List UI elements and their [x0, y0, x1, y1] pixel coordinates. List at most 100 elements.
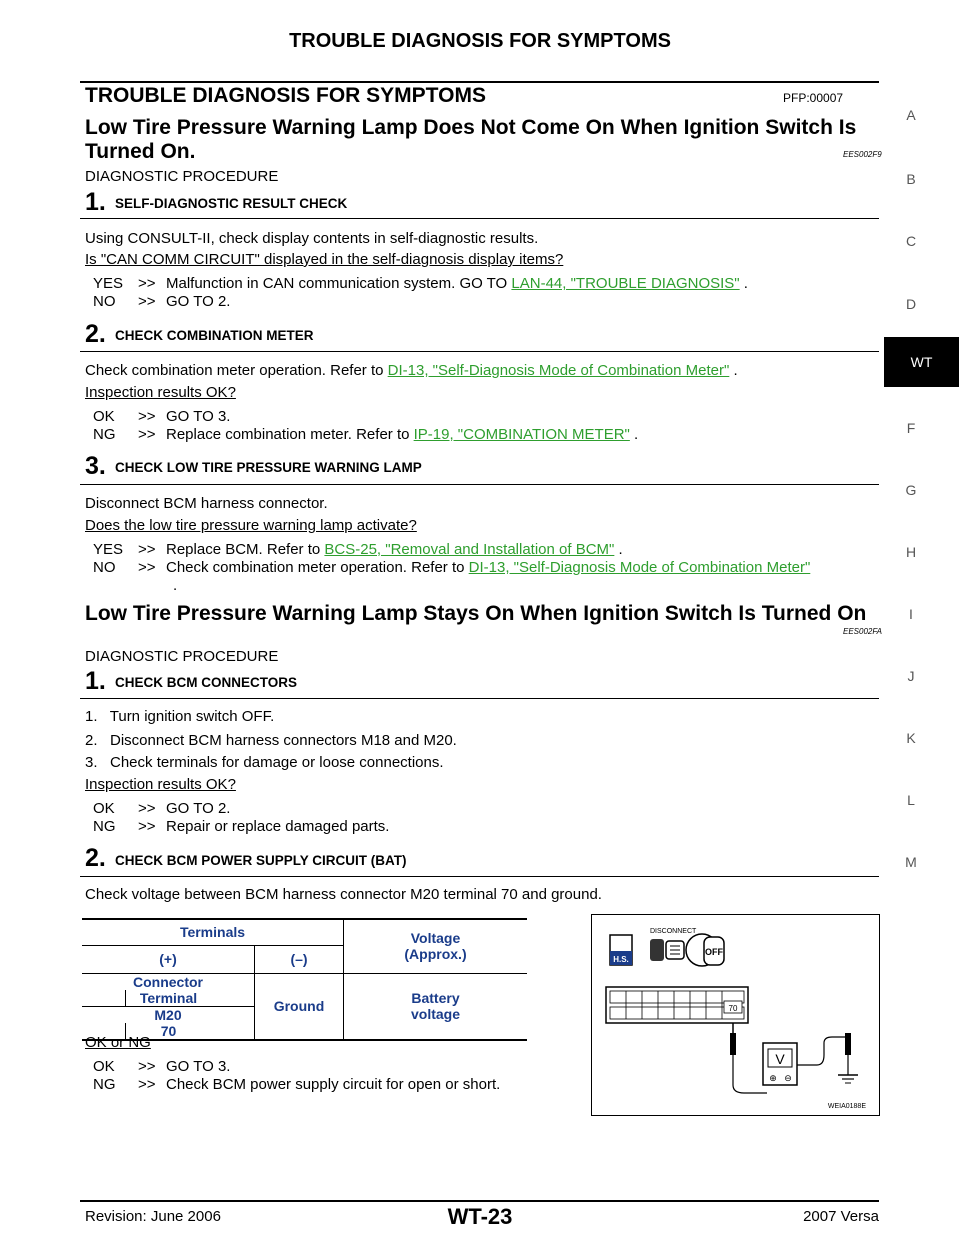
s2-title: Low Tire Pressure Warning Lamp Stays On …: [85, 602, 867, 625]
s2-step1-item-3: 3. Check terminals for damage or loose c…: [85, 754, 444, 771]
side-index-i[interactable]: I: [909, 606, 913, 622]
s1-step2-question: Inspection results OK?: [85, 384, 236, 401]
s1-step1-text: Using CONSULT-II, check display contents…: [85, 230, 539, 247]
answer-key: NO: [93, 293, 116, 310]
link-di-13-b[interactable]: DI-13, "Self-Diagnosis Mode of Combinati…: [468, 559, 811, 576]
s2-step1-item-2: 2. Disconnect BCM harness connectors M18…: [85, 732, 457, 749]
answer-end: .: [614, 541, 623, 558]
side-index-f[interactable]: F: [906, 420, 916, 436]
answer-key: YES: [93, 275, 124, 292]
s2-step1-number: 1.: [85, 667, 106, 695]
s2-step2-question: OK or NG: [85, 1034, 151, 1051]
voltmeter-label: V: [775, 1051, 785, 1067]
ignition-off-icon: OFF: [685, 933, 725, 967]
th-voltage: Voltage (Approx.): [343, 919, 527, 973]
side-index-g[interactable]: G: [905, 482, 917, 498]
link-ip-19[interactable]: IP-19, "COMBINATION METER": [413, 426, 630, 443]
s1-step1-answer-no: NO >> GO TO 2.: [93, 293, 230, 310]
answer-text: Check BCM power supply circuit for open …: [166, 1076, 501, 1093]
s2-step1-question: Inspection results OK?: [85, 776, 236, 793]
answer-key: YES: [93, 541, 124, 558]
disconnect-label: DISCONNECT: [650, 928, 697, 935]
arrow-marker: >>: [138, 541, 156, 558]
s1-ref-code: EES002F9: [843, 150, 882, 159]
link-di-13[interactable]: DI-13, "Self-Diagnosis Mode of Combinati…: [387, 362, 730, 379]
harness-side-icon: H.S.: [609, 934, 633, 966]
answer-text: GO TO 3.: [166, 408, 231, 425]
battery-line2: voltage: [410, 1006, 460, 1022]
arrow-marker: >>: [138, 426, 156, 443]
th-terminal: Terminal: [124, 989, 212, 1006]
s2-step2-text: Check voltage between BCM harness connec…: [85, 886, 602, 903]
arrow-marker: >>: [138, 818, 156, 835]
side-index-j[interactable]: J: [907, 668, 915, 684]
link-lan-44[interactable]: LAN-44, "TROUBLE DIAGNOSIS": [511, 275, 740, 292]
s2-step1-title: CHECK BCM CONNECTORS: [115, 675, 298, 690]
arrow-marker: >>: [138, 559, 156, 576]
s2-ref-code: EES002FA: [843, 627, 882, 636]
cell-conn-term: M2070: [82, 1006, 255, 1040]
th-voltage-line1: Voltage: [410, 930, 461, 947]
connector-diagram: H.S. DISCONNECT OFF: [591, 914, 880, 1116]
off-label: OFF: [705, 947, 723, 957]
side-index-a[interactable]: A: [906, 107, 916, 123]
header-rule: [80, 81, 879, 83]
side-index-wt-active[interactable]: WT: [884, 337, 959, 387]
answer-key: NO: [93, 559, 116, 576]
s1-step1-number: 1.: [85, 188, 106, 216]
s1-step1-answer-yes: YES>>Malfunction in CAN communication sy…: [93, 275, 748, 292]
side-index-h[interactable]: H: [905, 544, 917, 560]
s1-step2-rule: [80, 351, 879, 352]
s2-step2-rule: [80, 876, 879, 877]
cell-connector-m20: M20: [154, 1006, 182, 1023]
arrow-marker: >>: [138, 275, 156, 292]
cell-battery-voltage: Battery voltage: [343, 973, 527, 1040]
s1-step1-rule: [80, 218, 879, 219]
figure-code: WEIA0188E: [828, 1103, 866, 1110]
section-title: TROUBLE DIAGNOSIS FOR SYMPTOMS: [85, 84, 486, 107]
link-bcs-25[interactable]: BCS-25, "Removal and Installation of BCM…: [324, 541, 615, 558]
s2-step1-answer-ok: OK>>GO TO 2.: [93, 800, 230, 817]
answer-key: OK: [93, 1058, 115, 1075]
s1-step3-number: 3.: [85, 452, 106, 480]
answer-text: GO TO 2.: [166, 293, 231, 310]
minus-terminal: ⊖: [784, 1074, 792, 1084]
s1-step3-answer-no-end: .: [173, 577, 178, 594]
th-connector-cell: ConnectorTerminal: [82, 973, 255, 1006]
cell-ground: Ground: [254, 973, 344, 1040]
arrow-marker: >>: [138, 408, 156, 425]
footer-rule: [80, 1200, 879, 1202]
s2-procedure-label: DIAGNOSTIC PROCEDURE: [85, 648, 279, 665]
connector-diagram-svg: H.S. DISCONNECT OFF: [605, 928, 866, 1110]
s1-step2-number: 2.: [85, 320, 106, 348]
s1-step2-answer-ng: NG>>Replace combination meter. Refer to …: [93, 426, 638, 443]
answer-text: GO TO 3.: [166, 1058, 231, 1075]
pin-70-label: 70: [729, 1004, 738, 1013]
arrow-marker: >>: [138, 293, 156, 310]
text-end: .: [729, 362, 738, 379]
side-index-l[interactable]: L: [907, 792, 915, 808]
s1-step2-answer-ok: OK >> GO TO 3.: [93, 408, 230, 425]
battery-line1: Battery: [411, 990, 460, 1006]
side-index-m[interactable]: M: [905, 854, 917, 870]
arrow-marker: >>: [138, 1076, 156, 1093]
section-code: PFP:00007: [783, 91, 844, 105]
page-number: WT-23: [447, 1204, 513, 1229]
side-index-d[interactable]: D: [905, 296, 917, 312]
answer-text: Repair or replace damaged parts.: [166, 818, 390, 835]
side-index-k[interactable]: K: [906, 730, 916, 746]
s2-step2-title: CHECK BCM POWER SUPPLY CIRCUIT (BAT): [115, 853, 407, 868]
answer-key: OK: [93, 408, 115, 425]
side-index-b[interactable]: B: [906, 171, 916, 187]
disconnect-icon: [650, 939, 685, 961]
s1-step1-title: SELF-DIAGNOSTIC RESULT CHECK: [115, 196, 348, 211]
s1-procedure-label: DIAGNOSTIC PROCEDURE: [85, 168, 279, 185]
s1-step3-text: Disconnect BCM harness connector.: [85, 495, 328, 512]
s1-step1-question: Is "CAN COMM CIRCUIT" displayed in the s…: [85, 251, 564, 268]
side-index-c[interactable]: C: [905, 233, 917, 249]
s1-step3-question: Does the low tire pressure warning lamp …: [85, 517, 417, 534]
s2-step2-answer-ng: NG>>Check BCM power supply circuit for o…: [93, 1076, 500, 1093]
th-terminals: Terminals: [179, 924, 246, 941]
s2-step2-number: 2.: [85, 844, 106, 872]
hs-label: H.S.: [613, 955, 629, 964]
